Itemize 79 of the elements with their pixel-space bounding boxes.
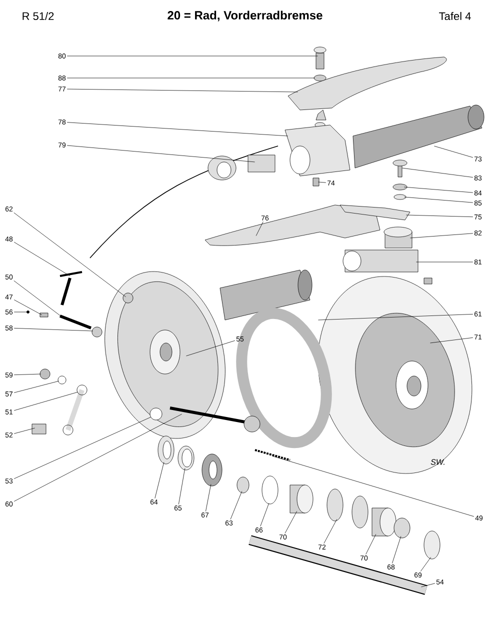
- shoe: [236, 308, 332, 448]
- drum: [318, 276, 472, 474]
- bolt: [59, 314, 92, 330]
- housing: [284, 124, 350, 176]
- cup: [384, 226, 412, 248]
- lever: [288, 56, 447, 110]
- leader-line: [14, 414, 182, 502]
- washer: [314, 74, 326, 82]
- clamp: [248, 154, 276, 172]
- leader-line: [430, 337, 474, 344]
- leader-line: [404, 186, 474, 193]
- leader-line: [284, 511, 298, 534]
- pin: [312, 178, 320, 186]
- pin: [26, 310, 30, 314]
- leader-line: [178, 468, 186, 505]
- spacer: [326, 488, 368, 528]
- leader-line: [318, 314, 474, 320]
- cap: [424, 530, 440, 560]
- bolt: [392, 160, 408, 178]
- leader-line: [206, 484, 212, 512]
- leader-line: [260, 503, 270, 527]
- bearing: [372, 508, 396, 536]
- washer: [394, 194, 406, 200]
- leader-line: [14, 328, 93, 332]
- clamp: [342, 250, 418, 272]
- leader-line: [66, 88, 298, 92]
- leader-line: [404, 196, 474, 203]
- screw: [40, 312, 48, 318]
- spring: [254, 449, 290, 461]
- leader-line: [66, 145, 255, 162]
- title: 20 = Rad, Vorderradbremse: [168, 10, 322, 22]
- bolt: [314, 46, 326, 70]
- axle: [248, 535, 428, 595]
- signature: SW.: [430, 459, 444, 465]
- leader-line: [14, 280, 62, 318]
- bearing: [290, 484, 314, 514]
- washer: [58, 376, 66, 384]
- leader-line: [14, 392, 78, 411]
- leader-line: [434, 146, 474, 158]
- ring: [236, 476, 250, 494]
- leader-line: [14, 242, 70, 276]
- leader-line: [318, 182, 326, 183]
- leader-line: [392, 536, 402, 564]
- washer: [392, 184, 408, 190]
- nut: [40, 368, 50, 380]
- leader-line: [154, 462, 164, 499]
- shaft: [170, 406, 260, 432]
- link: [62, 384, 88, 436]
- leader-line: [230, 491, 242, 520]
- lever: [340, 204, 410, 220]
- leader-line: [14, 300, 42, 316]
- clip: [32, 424, 46, 434]
- leader-line: [324, 519, 338, 544]
- seal: [158, 436, 174, 464]
- leader-line: [366, 534, 376, 555]
- leader-line: [14, 212, 126, 298]
- leader-line: [14, 428, 35, 434]
- leader-line: [406, 214, 474, 218]
- leader-line: [272, 456, 474, 517]
- bolt: [60, 271, 82, 306]
- leader-line: [256, 221, 264, 236]
- leader-line: [421, 583, 436, 588]
- leader-line: [402, 168, 474, 178]
- seal: [178, 446, 194, 470]
- leader-line: [410, 233, 474, 238]
- header-text: Tafel 4: [439, 12, 471, 20]
- leader-line: [186, 340, 236, 356]
- leader-line: [420, 557, 432, 572]
- leader-line: [14, 416, 151, 479]
- leader-line: [14, 380, 59, 393]
- nut: [92, 326, 102, 338]
- leader-line: [66, 122, 288, 136]
- seal: [202, 454, 222, 486]
- grip: [352, 104, 484, 168]
- bushing: [394, 518, 410, 538]
- plate: [104, 271, 226, 439]
- ring: [262, 476, 278, 504]
- leader-line: [14, 374, 41, 376]
- header-text: R 51/2: [22, 12, 54, 20]
